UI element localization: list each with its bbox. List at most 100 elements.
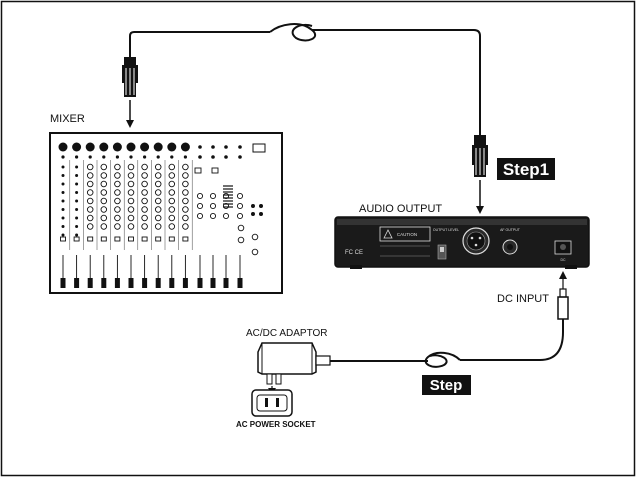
mixer-knob bbox=[128, 198, 134, 204]
mixer-knob bbox=[128, 215, 134, 221]
mixer-fader-cap bbox=[169, 278, 174, 288]
mixer-master-jack bbox=[211, 155, 215, 159]
xlr-connector-mixer-end bbox=[122, 57, 138, 97]
mixer-fader-cap bbox=[238, 278, 243, 288]
mixer-fader-cap bbox=[183, 278, 188, 288]
step1-badge: Step1 bbox=[497, 158, 555, 180]
mixer-knob bbox=[169, 207, 175, 213]
mixer-knob bbox=[142, 190, 148, 196]
mixer-knob bbox=[142, 215, 148, 221]
mixer-knob bbox=[238, 225, 244, 231]
mixer-knob bbox=[128, 207, 134, 213]
mixer-button bbox=[183, 237, 188, 241]
mixer-knob bbox=[142, 164, 148, 170]
mixer-knob bbox=[115, 224, 121, 230]
mixer-dot bbox=[251, 212, 255, 216]
mixer-button bbox=[169, 237, 174, 241]
receiver-device: CAUTION FC CE OUTPUT LEVEL AF OUTPUT bbox=[335, 217, 589, 269]
mixer-knob bbox=[183, 164, 189, 170]
svg-text:CAUTION: CAUTION bbox=[397, 232, 417, 237]
mixer-knob bbox=[62, 208, 65, 211]
mixer-knob bbox=[62, 200, 65, 203]
mixer-button bbox=[129, 237, 134, 241]
mixer-knob bbox=[62, 191, 65, 194]
mixer-knob bbox=[75, 208, 78, 211]
mixer-knob bbox=[87, 207, 93, 213]
mixer-knob bbox=[75, 225, 78, 228]
mixer-knob bbox=[115, 198, 121, 204]
step-badge: Step bbox=[422, 375, 471, 395]
mixer-button bbox=[61, 237, 66, 241]
mixer-master-jack bbox=[224, 155, 228, 159]
mixer-knob bbox=[101, 198, 107, 204]
mixer-knob bbox=[115, 215, 121, 221]
mixer-master-knob bbox=[223, 213, 228, 218]
mixer-fader-cap bbox=[115, 278, 120, 288]
mixer-knob bbox=[183, 207, 189, 213]
mixer bbox=[50, 133, 282, 293]
mixer-knob bbox=[115, 173, 121, 179]
mixer-master-jack bbox=[211, 145, 215, 149]
mixer-knob bbox=[87, 181, 93, 187]
mixer-knob bbox=[87, 173, 93, 179]
arrow-to-device bbox=[476, 180, 484, 214]
mixer-dot bbox=[251, 204, 255, 208]
mixer-xlr-jack bbox=[86, 143, 95, 152]
mixer-master-knob bbox=[197, 203, 202, 208]
mixer-knob bbox=[169, 164, 175, 170]
xlr-connector-device-end bbox=[472, 135, 488, 177]
mixer-xlr-jack bbox=[140, 143, 149, 152]
mixer-knob bbox=[183, 181, 189, 187]
mixer-knob bbox=[101, 207, 107, 213]
mixer-knob bbox=[75, 234, 78, 237]
mixer-xlr-jack bbox=[181, 143, 190, 152]
mixer-knob bbox=[75, 200, 78, 203]
mixer-knob bbox=[128, 224, 134, 230]
ac-power-socket-label: AC POWER SOCKET bbox=[236, 420, 316, 429]
mixer-knob bbox=[62, 234, 65, 237]
mixer-line-jack bbox=[116, 155, 119, 158]
mixer-line-jack bbox=[102, 155, 105, 158]
mixer-knob bbox=[142, 224, 148, 230]
mixer-label: MIXER bbox=[50, 113, 85, 125]
mixer-knob bbox=[155, 215, 161, 221]
mixer-fader-cap bbox=[156, 278, 161, 288]
mixer-knob bbox=[155, 207, 161, 213]
mixer-knob bbox=[75, 183, 78, 186]
mixer-xlr-jack bbox=[99, 143, 108, 152]
mixer-knob bbox=[115, 181, 121, 187]
mixer-fader-cap bbox=[129, 278, 134, 288]
mixer-knob bbox=[87, 164, 93, 170]
mixer-button bbox=[74, 237, 79, 241]
mixer-knob bbox=[155, 224, 161, 230]
mixer-master-knob bbox=[210, 193, 215, 198]
xlr-cable bbox=[130, 24, 480, 135]
mixer-knob bbox=[183, 224, 189, 230]
mixer-knob bbox=[169, 190, 175, 196]
mixer-master-jack bbox=[224, 145, 228, 149]
mixer-line-jack bbox=[170, 155, 173, 158]
mixer-fader-cap bbox=[198, 278, 203, 288]
mixer-knob bbox=[169, 181, 175, 187]
mixer-knob bbox=[101, 190, 107, 196]
mixer-knob bbox=[101, 173, 107, 179]
mixer-button bbox=[101, 237, 106, 241]
mixer-knob bbox=[128, 190, 134, 196]
fcc-marks: FC CE bbox=[345, 250, 363, 256]
dc-input-label: DC INPUT bbox=[497, 293, 549, 305]
mixer-knob bbox=[87, 224, 93, 230]
mixer-fader-cap bbox=[224, 278, 229, 288]
mixer-knob bbox=[87, 215, 93, 221]
mixer-knob bbox=[252, 234, 258, 240]
mixer-master-jack bbox=[238, 155, 242, 159]
mixer-knob bbox=[128, 181, 134, 187]
mixer-master-knob bbox=[237, 213, 242, 218]
mixer-knob bbox=[155, 164, 161, 170]
mixer-knob bbox=[155, 181, 161, 187]
mixer-xlr-jack bbox=[72, 143, 81, 152]
mixer-line-jack bbox=[129, 155, 132, 158]
mixer-knob bbox=[62, 174, 65, 177]
mixer-knob bbox=[101, 224, 107, 230]
mixer-master-jack bbox=[238, 145, 242, 149]
